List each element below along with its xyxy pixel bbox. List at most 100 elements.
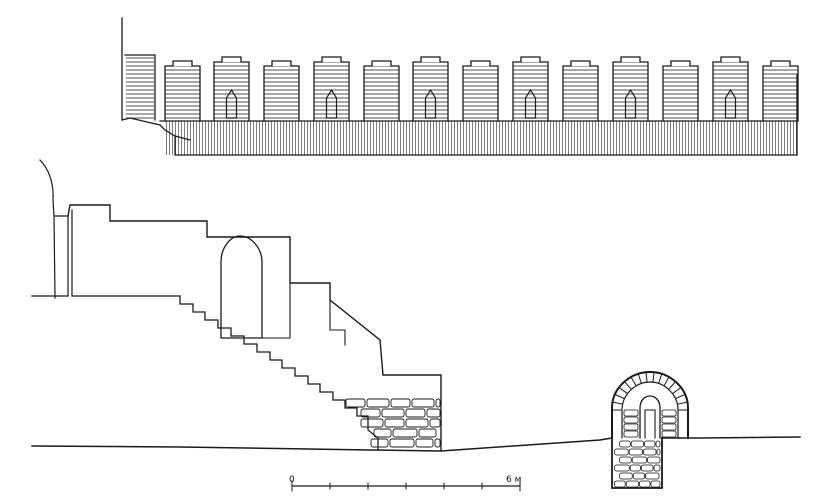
arch-stone <box>661 423 677 431</box>
well-stone <box>647 456 661 464</box>
well-stone <box>632 472 645 480</box>
arch-outer <box>611 370 689 439</box>
well-stone <box>614 464 630 472</box>
arch-stone <box>661 416 677 424</box>
well-stone <box>643 448 657 456</box>
merlon-group <box>164 56 799 156</box>
voussoir-joint <box>637 374 642 385</box>
arch-niche <box>639 395 661 439</box>
section-inner-left <box>71 209 181 297</box>
masonry-stone <box>411 398 435 408</box>
wall-elevation <box>121 17 799 156</box>
masonry-stone <box>381 408 405 418</box>
scale-ticks <box>291 480 521 492</box>
arch-inner <box>621 381 679 439</box>
arch-stone <box>623 409 639 417</box>
voussoir-joint <box>619 387 629 395</box>
voussoir-joint <box>624 381 632 390</box>
merlon <box>562 60 599 122</box>
merlon <box>662 60 699 122</box>
section-broken-edge <box>39 159 56 299</box>
well-stone <box>630 440 644 448</box>
arch-stone <box>661 430 677 438</box>
well-stone <box>644 440 656 448</box>
well-stone <box>619 456 632 464</box>
stepped-wall-section <box>31 159 442 451</box>
section-left-tower-inner <box>54 215 69 297</box>
well-stone <box>614 480 626 488</box>
well-stone <box>619 440 631 448</box>
well-stone <box>628 448 643 456</box>
well-shaft <box>611 437 663 489</box>
wall-base-bottom <box>174 135 798 156</box>
arch-stone <box>661 409 677 417</box>
section-right-inner <box>329 299 346 346</box>
well-stones <box>614 440 661 488</box>
merlon <box>313 56 350 122</box>
merlon <box>612 56 649 122</box>
merlon <box>712 56 749 122</box>
well-stone <box>656 448 661 456</box>
arch-stone <box>623 423 639 431</box>
wall-base-band <box>165 121 797 155</box>
arch-stone <box>623 430 639 438</box>
voussoir-joint <box>668 381 676 390</box>
wall-left-pier-fill <box>126 56 154 120</box>
merlon <box>213 56 250 122</box>
well-stone <box>625 480 639 488</box>
well-stone <box>641 464 654 472</box>
merlon <box>164 60 201 122</box>
arch-stone <box>623 416 639 424</box>
voussoir-joint <box>652 372 655 383</box>
masonry-stone <box>392 428 418 438</box>
masonry-stone <box>415 438 434 448</box>
ground-line <box>31 436 801 452</box>
masonry-stone <box>360 418 384 428</box>
well-stone <box>619 472 633 480</box>
well-stone <box>650 480 661 488</box>
scale-end-label: 6 м <box>506 475 521 485</box>
voussoir-joint <box>676 401 687 405</box>
voussoir-joint <box>630 377 637 387</box>
masonry-stone <box>435 398 441 408</box>
masonry-stone <box>426 408 441 418</box>
masonry-stone <box>429 418 441 428</box>
masonry-blocks <box>345 398 441 448</box>
arch-niche-inner <box>644 409 656 439</box>
arched-doorway <box>220 235 263 339</box>
scale-bar: 0 6 м <box>289 475 521 492</box>
merlon <box>263 60 300 122</box>
masonry-stone <box>405 408 426 418</box>
arch-ring-blocks <box>612 372 688 438</box>
well-stone <box>631 456 647 464</box>
masonry-stone <box>360 408 381 418</box>
merlon <box>462 60 499 122</box>
well-stone <box>653 464 661 472</box>
section-mid-inner <box>261 282 291 339</box>
voussoir-joint <box>613 401 624 405</box>
voussoir-joint <box>674 394 685 400</box>
masonry-stone <box>366 398 390 408</box>
masonry-stone <box>373 428 392 438</box>
merlon <box>512 56 549 122</box>
voussoir-joint <box>658 374 663 385</box>
masonry-stone <box>434 438 441 448</box>
masonry-stone <box>370 438 389 448</box>
masonry-stone <box>389 438 415 448</box>
well-stone <box>639 480 651 488</box>
scale-start-label: 0 <box>289 475 295 485</box>
well-stone <box>645 472 660 480</box>
arch-section <box>611 370 689 489</box>
voussoir-joint <box>671 387 681 395</box>
merlon <box>412 56 449 122</box>
merlon <box>363 60 400 122</box>
staircase <box>179 295 379 451</box>
voussoir-joint <box>645 372 648 383</box>
masonry-stone <box>405 418 429 428</box>
voussoir-joint <box>663 377 670 387</box>
merlon <box>762 60 799 122</box>
masonry-stone <box>384 418 405 428</box>
masonry-stone <box>418 428 437 438</box>
well-stone <box>629 464 641 472</box>
